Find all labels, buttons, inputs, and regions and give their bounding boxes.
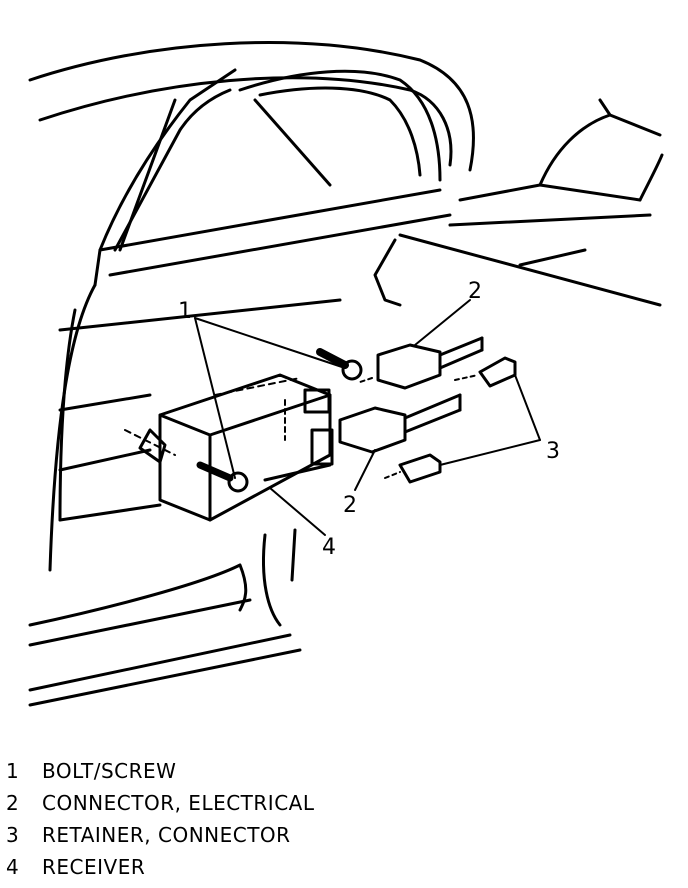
callout-2-upper: 2 — [468, 279, 482, 304]
receiver — [124, 373, 334, 522]
receiver-installation-diagram: 1 2 2 3 4 — [28, 41, 664, 707]
bolt-upper — [316, 348, 363, 381]
legend-number: 4 — [6, 855, 19, 879]
legend-text: RECEIVER — [42, 855, 146, 879]
legend-item: 1 BOLT/SCREW — [6, 756, 606, 786]
vehicle-body — [28, 41, 664, 707]
bolt-lower — [196, 461, 249, 493]
retainer-upper — [454, 356, 517, 388]
callouts: 1 2 2 3 4 — [178, 279, 560, 560]
parts-legend: 1 BOLT/SCREW 2 CONNECTOR, ELECTRICAL 3 R… — [0, 752, 688, 886]
legend-text: RETAINER, CONNECTOR — [42, 823, 291, 847]
legend-text: CONNECTOR, ELECTRICAL — [42, 791, 315, 815]
legend-number: 2 — [6, 791, 19, 815]
legend-number: 1 — [6, 759, 19, 783]
legend-item: 3 RETAINER, CONNECTOR — [6, 820, 606, 850]
callout-1: 1 — [178, 299, 192, 324]
legend-item: 2 CONNECTOR, ELECTRICAL — [6, 788, 606, 818]
leader-lines — [194, 299, 541, 536]
callout-4: 4 — [322, 535, 336, 560]
callout-2-lower: 2 — [343, 493, 357, 518]
connector-upper — [359, 336, 484, 390]
connector-lower — [338, 393, 462, 454]
retainer-lower — [384, 453, 442, 484]
callout-3: 3 — [546, 439, 560, 464]
legend-number: 3 — [6, 823, 19, 847]
legend-text: BOLT/SCREW — [42, 759, 177, 783]
legend-item: 4 RECEIVER — [6, 852, 606, 882]
